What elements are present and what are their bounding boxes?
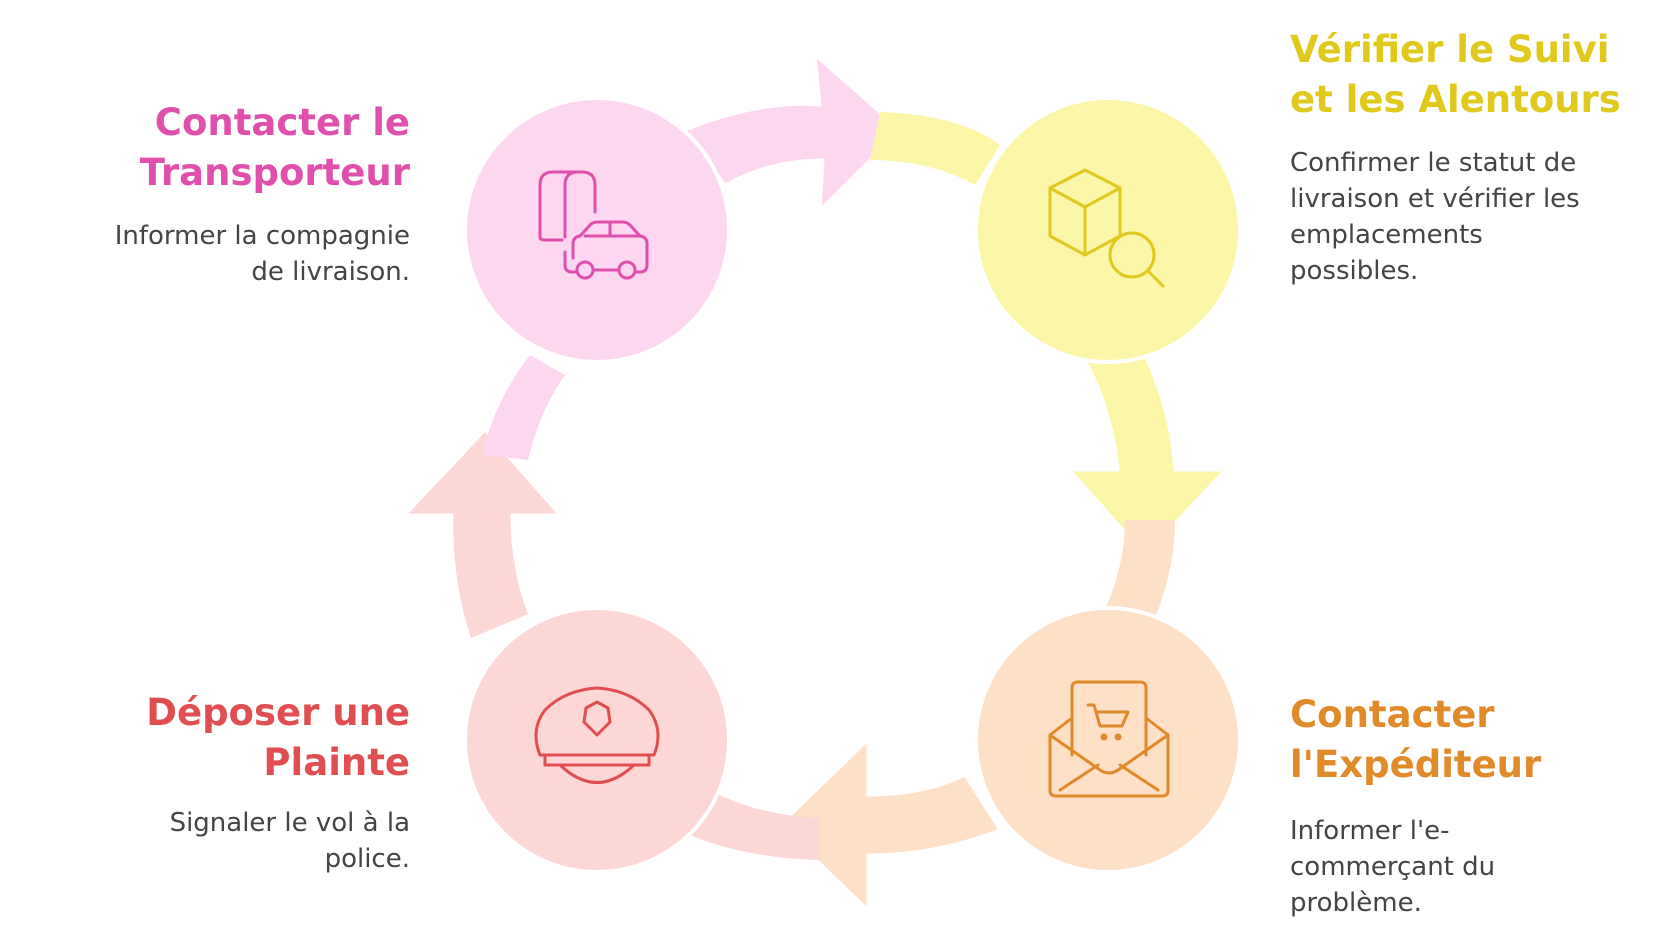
ring-segment-pink-tail — [482, 355, 565, 460]
circle-verifier-suivi — [974, 96, 1242, 364]
ring-segment-yellow-tail — [870, 112, 1000, 185]
step-description-line: Signaler le vol à la — [169, 808, 410, 838]
step-description-line: emplacements — [1290, 220, 1483, 250]
car-icon — [538, 170, 649, 280]
step-title: Déposer une Plainte — [146, 688, 410, 788]
step-description-line: Confirmer le statut de — [1290, 148, 1577, 178]
circle-contacter-expediteur — [974, 606, 1242, 874]
step-title-line: Contacter — [1290, 693, 1495, 736]
circle-deposer-plainte — [463, 606, 731, 874]
step-description: Informer la compagnie de livraison. — [115, 218, 410, 290]
step-description-line: possibles. — [1290, 256, 1419, 286]
step-title-line: Transporteur — [139, 151, 410, 194]
step-description-line: de livraison. — [251, 257, 410, 287]
step-title: Contacter le Transporteur — [140, 98, 410, 198]
arrow-red-to-pink — [401, 427, 564, 643]
step-title: Contacter l'Expéditeur — [1290, 690, 1541, 790]
step-title-line: Plainte — [263, 741, 410, 784]
step-description-line: police. — [324, 844, 410, 874]
step-description-line: problème. — [1290, 888, 1422, 918]
step-title-line: et les Alentours — [1290, 78, 1621, 121]
ring-segment-red-tail — [690, 790, 820, 860]
step-title-line: Déposer une — [146, 691, 410, 734]
mail-cart-icon — [1048, 680, 1170, 798]
step-title: Vérifier le Suivi et les Alentours — [1290, 25, 1621, 125]
step-title-line: Vérifier le Suivi — [1290, 28, 1610, 71]
step-description-line: Informer la compagnie — [114, 221, 410, 251]
circle-contacter-transporteur — [463, 96, 731, 364]
package-search-icon — [1048, 168, 1165, 288]
step-description: Signaler le vol à la police. — [170, 805, 410, 877]
step-description: Confirmer le statut de livraison et véri… — [1290, 145, 1580, 289]
step-description-line: Informer l'e- — [1290, 816, 1450, 846]
step-description-line: commerçant du — [1290, 852, 1496, 882]
police-cap-icon — [534, 686, 660, 784]
step-title-line: l'Expéditeur — [1290, 743, 1542, 786]
step-description-line: livraison et vérifier les — [1290, 184, 1580, 214]
step-title-line: Contacter le — [154, 101, 410, 144]
step-description: Informer l'e- commerçant du problème. — [1290, 813, 1495, 921]
